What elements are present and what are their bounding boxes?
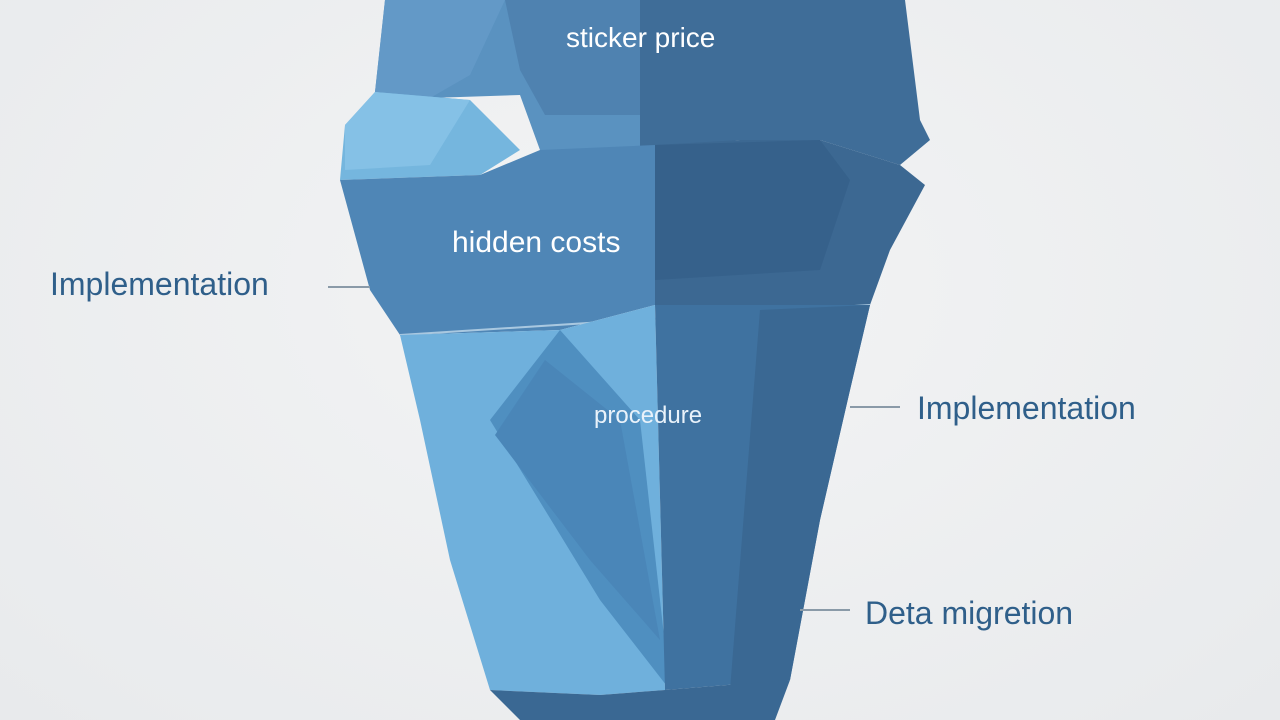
lower-block-dark-wedge [495, 360, 660, 640]
top-block-edge-facet [375, 0, 505, 98]
middle-block-left-facet [340, 145, 655, 335]
callout-label-right-lower: Deta migretion [865, 595, 1074, 631]
middle-block-shade-facet [655, 140, 850, 280]
iceberg-middle-label: hidden costs [452, 226, 621, 259]
top-block-right-facet [640, 0, 930, 165]
callout-label-left: Implementation [50, 266, 269, 302]
base-block [490, 680, 790, 720]
callout-label-right-upper: Implementation [917, 390, 1136, 426]
iceberg-lower-label: procedure [594, 402, 703, 429]
lower-block-right-shade [730, 305, 870, 690]
iceberg-top-label: sticker price [566, 22, 716, 53]
ledge-highlight-facet [345, 92, 470, 170]
top-block-inner-facet [505, 0, 640, 115]
